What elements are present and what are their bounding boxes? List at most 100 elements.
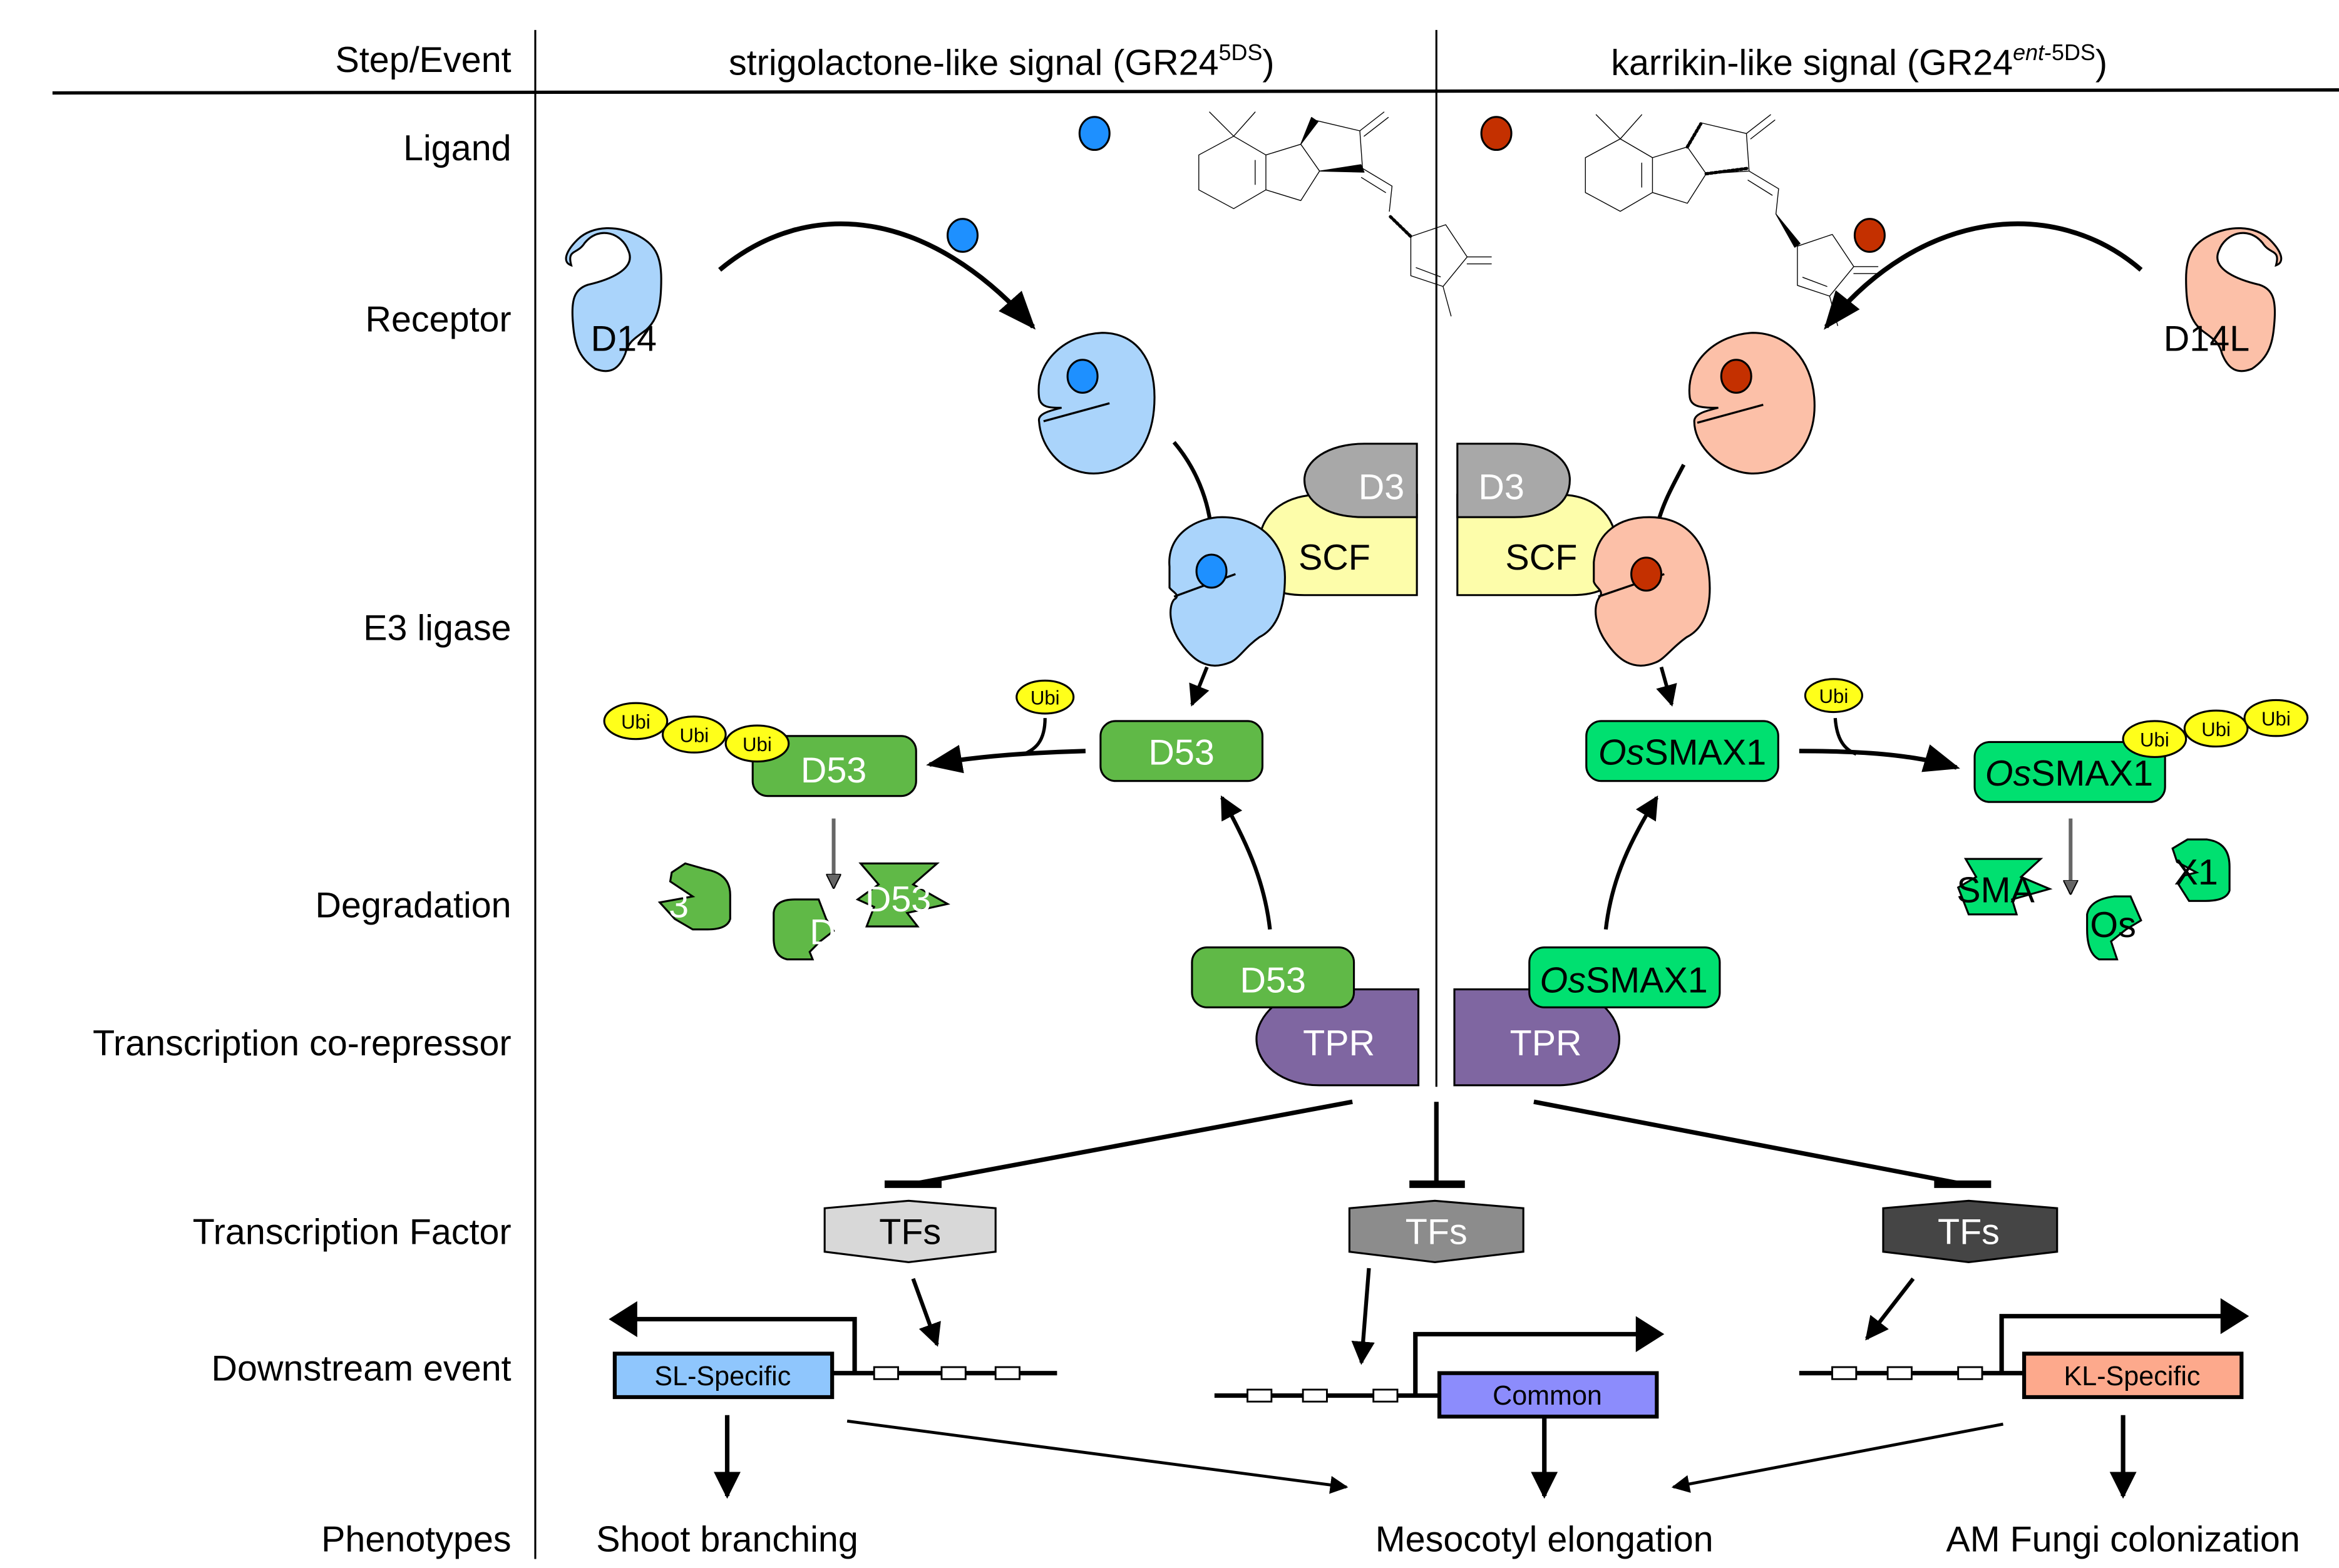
sl-column-header: strigolactone-like signal (GR245DS)	[729, 39, 1275, 83]
tpr-d53-to-d53-arrow	[1220, 795, 1272, 930]
sl-specific-gene-label: SL-Specific	[654, 1361, 791, 1391]
d53-fragments: 3 D D53	[657, 862, 950, 961]
d53-ubiquitination-arrow	[926, 744, 1086, 774]
common-gene: Common	[1214, 1316, 1665, 1419]
ossmax1-ubiquitination-arrow	[1799, 744, 1960, 772]
svg-text:3: 3	[669, 886, 689, 926]
phenotype-shoot-branching: Shoot branching	[596, 1520, 858, 1560]
d14l-binding-arrow	[1824, 221, 2143, 330]
common-gene-label: Common	[1493, 1381, 1602, 1411]
step-label-ligand: Ligand	[403, 128, 511, 168]
scf-complex-sl: D3 SCF	[1258, 443, 1418, 597]
step-label-degradation: Degradation	[316, 886, 511, 926]
kl-to-mesocotyl-arrow	[1671, 1422, 2003, 1493]
header-divider	[52, 88, 2339, 95]
d14l-label: D14L	[2164, 319, 2249, 359]
svg-text:Os: Os	[2090, 905, 2136, 945]
ossmax1-bound-label: OsSMAX1	[1540, 960, 1708, 1000]
svg-text:Ubi: Ubi	[679, 724, 709, 746]
svg-text:Ubi: Ubi	[2140, 729, 2169, 751]
inhibit-sl-tf	[911, 1099, 1353, 1187]
d14-label: D14	[591, 319, 657, 359]
sl-ligand-bound-icon	[1066, 359, 1099, 394]
kl-ligand-bound-icon	[1720, 359, 1752, 394]
sl-ligand-free-icon	[947, 218, 979, 253]
tpr-label-sl: TPR	[1303, 1023, 1375, 1063]
svg-text:Ubi: Ubi	[2201, 719, 2231, 740]
d53-ubiquitinated: D53 Ubi Ubi Ubi	[603, 702, 917, 797]
ossmax1-target-label: OsSMAX1	[1598, 732, 1766, 772]
gr24-ent-5ds-structure-icon	[1585, 114, 1879, 326]
svg-text:Ubi: Ubi	[1031, 687, 1060, 709]
phenotype-mesocotyl-elongation: Mesocotyl elongation	[1375, 1520, 1714, 1560]
d14-ligand-complex	[1037, 332, 1156, 474]
d14-binding-arrow	[718, 221, 1036, 330]
step-label-co-repressor: Transcription co-repressor	[93, 1023, 511, 1063]
step-label-receptor: Receptor	[365, 299, 511, 339]
d53-target-label: D53	[1148, 732, 1214, 772]
step-label-phenotypes: Phenotypes	[321, 1520, 511, 1560]
ossmax1-bound-tpr: OsSMAX1	[1528, 946, 1721, 1008]
step-label-transcription-factor: Transcription Factor	[193, 1212, 511, 1253]
ubi-free-sl: Ubi	[1015, 679, 1075, 715]
svg-text:Ubi: Ubi	[743, 734, 772, 756]
svg-text:TFs: TFs	[1938, 1212, 2000, 1253]
d53-bound-tpr: D53	[1191, 946, 1355, 1008]
sl-specific-gene: SL-Specific	[609, 1301, 1057, 1400]
d53-bound-label: D53	[1240, 960, 1306, 1000]
kl-column-header: karrikin-like signal (GR24ent-5DS)	[1611, 39, 2107, 83]
tf-kl: TFs	[1882, 1199, 2059, 1264]
d14l-receptor: D14L	[2164, 227, 2283, 372]
ubi-free-kl: Ubi	[1804, 678, 1863, 714]
sl-ligand-scf-icon	[1195, 553, 1228, 589]
tf-common-activation-arrow	[1351, 1268, 1375, 1365]
scf-to-ossmax1-arrow	[1656, 666, 1677, 707]
ubi-attach-sl	[1023, 718, 1047, 756]
sl-ligand-icon	[1078, 116, 1111, 151]
step-label-e3-ligase: E3 ligase	[363, 608, 511, 648]
scf-label-kl: SCF	[1505, 538, 1577, 578]
inhibit-kl-tf	[1533, 1099, 1965, 1187]
tf-sl: TFs	[823, 1199, 997, 1264]
scf-label-sl: SCF	[1298, 538, 1370, 578]
d53-target: D53	[1099, 720, 1264, 782]
svg-text:TFs: TFs	[1406, 1212, 1468, 1253]
tpr-kl: TPR	[1453, 988, 1621, 1087]
svg-text:Ubi: Ubi	[2261, 708, 2291, 730]
svg-text:X1: X1	[2174, 853, 2218, 893]
d14-receptor: D14	[565, 227, 662, 372]
tf-sl-activation-arrow	[911, 1278, 941, 1347]
d3-label-kl: D3	[1478, 467, 1524, 507]
d14l-scf-bound	[1593, 516, 1711, 667]
tpr-label-kl: TPR	[1510, 1023, 1582, 1063]
tf-kl-activation-arrow	[1865, 1277, 1915, 1341]
step-column-header: Step/Event	[336, 40, 511, 80]
svg-text:D: D	[810, 913, 836, 953]
ossmax1-ubiquitinated: OsSMAX1 Ubi Ubi Ubi	[1973, 699, 2309, 803]
svg-text:TFs: TFs	[879, 1212, 941, 1253]
svg-text:Ubi: Ubi	[621, 711, 650, 733]
d53-ubiquitinated-label: D53	[801, 751, 866, 791]
ubi-attach-kl	[1833, 717, 1857, 756]
d3-label-sl: D3	[1359, 467, 1404, 507]
svg-text:SMA: SMA	[1956, 871, 2035, 911]
ossmax1-fragments: SMA Os X1	[1956, 838, 2231, 961]
d14l-ligand-complex	[1688, 332, 1816, 474]
svg-text:D53: D53	[865, 879, 931, 920]
kl-specific-gene: KL-Specific	[1799, 1298, 2249, 1400]
step-label-downstream-event: Downstream event	[212, 1349, 511, 1389]
scf-to-d53-arrow	[1189, 666, 1210, 707]
kl-ligand-icon	[1480, 116, 1513, 151]
ossmax1-target: OsSMAX1	[1585, 720, 1779, 782]
kl-specific-gene-label: KL-Specific	[2064, 1361, 2201, 1391]
kl-ligand-scf-icon	[1630, 556, 1663, 592]
ossmax1-ubiquitinated-label: OsSMAX1	[1985, 754, 2153, 794]
svg-text:Ubi: Ubi	[1819, 685, 1849, 707]
gr24-5ds-structure-icon	[1198, 111, 1492, 317]
phenotype-am-fungi-colonization: AM Fungi colonization	[1946, 1520, 2300, 1560]
scf-complex-kl: D3 SCF	[1456, 443, 1618, 597]
tpr-ossmax1-to-ossmax1-arrow	[1603, 795, 1658, 930]
kl-ligand-free-icon	[1853, 218, 1886, 253]
sl-to-mesocotyl-arrow	[846, 1419, 1349, 1494]
